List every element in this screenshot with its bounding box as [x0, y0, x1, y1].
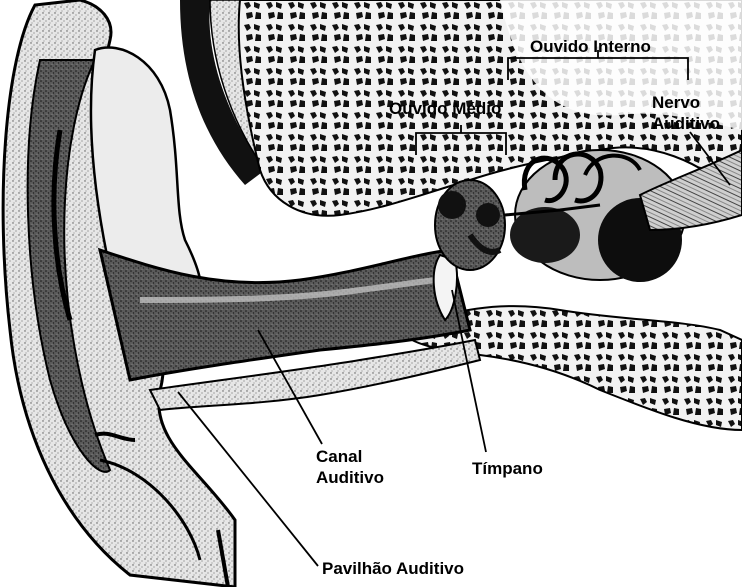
label-pinna: Pavilhão Auditivo [322, 558, 464, 579]
ossicle-incus [476, 203, 500, 227]
label-ear-canal: Canal Auditivo [316, 446, 384, 488]
label-ear-canal-line2: Auditivo [316, 467, 384, 488]
label-auditory-nerve: Nervo Auditivo [652, 92, 720, 134]
label-auditory-nerve-line2: Auditivo [652, 113, 720, 134]
label-ear-canal-line1: Canal [316, 446, 384, 467]
ossicle-malleus [438, 191, 466, 219]
label-inner-ear: Ouvido Interno [530, 36, 651, 57]
label-eardrum: Tímpano [472, 458, 543, 479]
label-middle-ear: Ouvido Médio [389, 98, 501, 119]
label-auditory-nerve-line1: Nervo [652, 92, 720, 113]
